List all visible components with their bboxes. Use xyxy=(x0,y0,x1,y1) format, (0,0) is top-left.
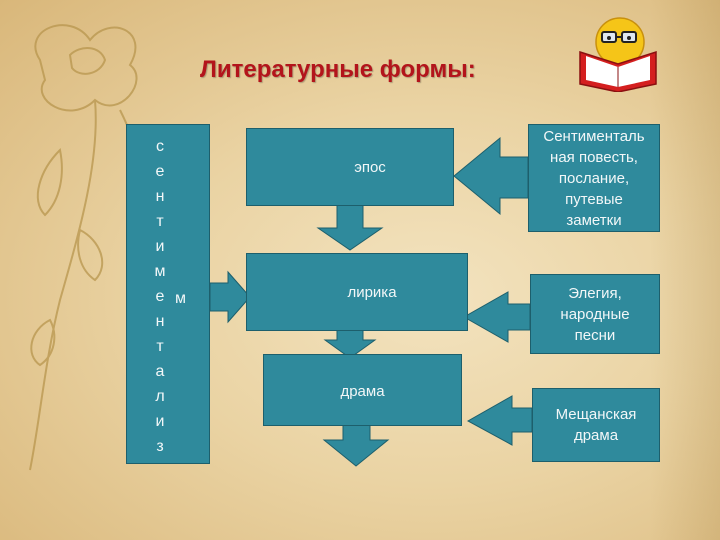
label-line: Элегия, xyxy=(568,284,622,302)
label-line: заметки xyxy=(566,211,622,229)
label-line: послание, xyxy=(558,169,630,187)
label-line: Сентименталь xyxy=(543,127,645,145)
letter: н xyxy=(155,188,165,205)
epos-label: эпос xyxy=(354,158,386,176)
sentimental-genres-label: Сентименталь ная повесть, послание, путе… xyxy=(529,125,659,231)
arrow-drama-down xyxy=(322,424,390,467)
arrow-epos-down xyxy=(316,204,384,251)
label-line: Мещанская xyxy=(555,406,637,423)
label-line: народные xyxy=(560,305,630,323)
letter: а xyxy=(155,363,165,380)
label-line: драма xyxy=(573,427,619,444)
arrow-right3-to-drama xyxy=(466,395,533,446)
letter: м xyxy=(154,263,166,280)
lirika-box: лирика xyxy=(246,253,468,331)
letter: н xyxy=(155,313,165,330)
letter: т xyxy=(156,213,164,230)
letter: т xyxy=(156,338,164,355)
ornament-border xyxy=(650,0,720,540)
letter: з xyxy=(156,438,164,455)
letter: л xyxy=(155,388,165,405)
sentimentalism-suffix: м xyxy=(175,290,186,307)
arrow-lirika-down xyxy=(323,329,377,359)
bourgeois-drama-label: Мещанская драма xyxy=(533,389,659,461)
letter: и xyxy=(155,238,165,255)
sentimentalism-letters: с е н т и м е н т а л и з xyxy=(150,134,170,459)
sentimentalism-box xyxy=(126,124,210,464)
label-line: путевые xyxy=(565,190,623,208)
epos-box: эпос xyxy=(246,128,454,206)
lirika-label: лирика xyxy=(347,284,397,301)
reading-smiley-icon xyxy=(579,17,657,92)
arrow-right2-to-lirika xyxy=(462,291,531,343)
arrow-left-to-lirika xyxy=(209,270,251,324)
label-line: ная повесть, xyxy=(550,148,638,166)
letter: е xyxy=(155,163,165,180)
page-title: Литературные формы: xyxy=(200,56,476,83)
letter: и xyxy=(155,413,165,430)
letter: с xyxy=(156,138,164,155)
drama-label: драма xyxy=(340,383,385,400)
drama-box: драма xyxy=(263,354,462,426)
label-line: песни xyxy=(574,326,616,344)
arrow-right1-to-epos xyxy=(453,136,529,216)
elegy-label: Элегия, народные песни xyxy=(531,275,659,353)
letter: е xyxy=(155,288,165,305)
sentimental-genres-box: Сентименталь ная повесть, послание, путе… xyxy=(528,124,660,232)
elegy-box: Элегия, народные песни xyxy=(530,274,660,354)
bourgeois-drama-box: Мещанская драма xyxy=(532,388,660,462)
